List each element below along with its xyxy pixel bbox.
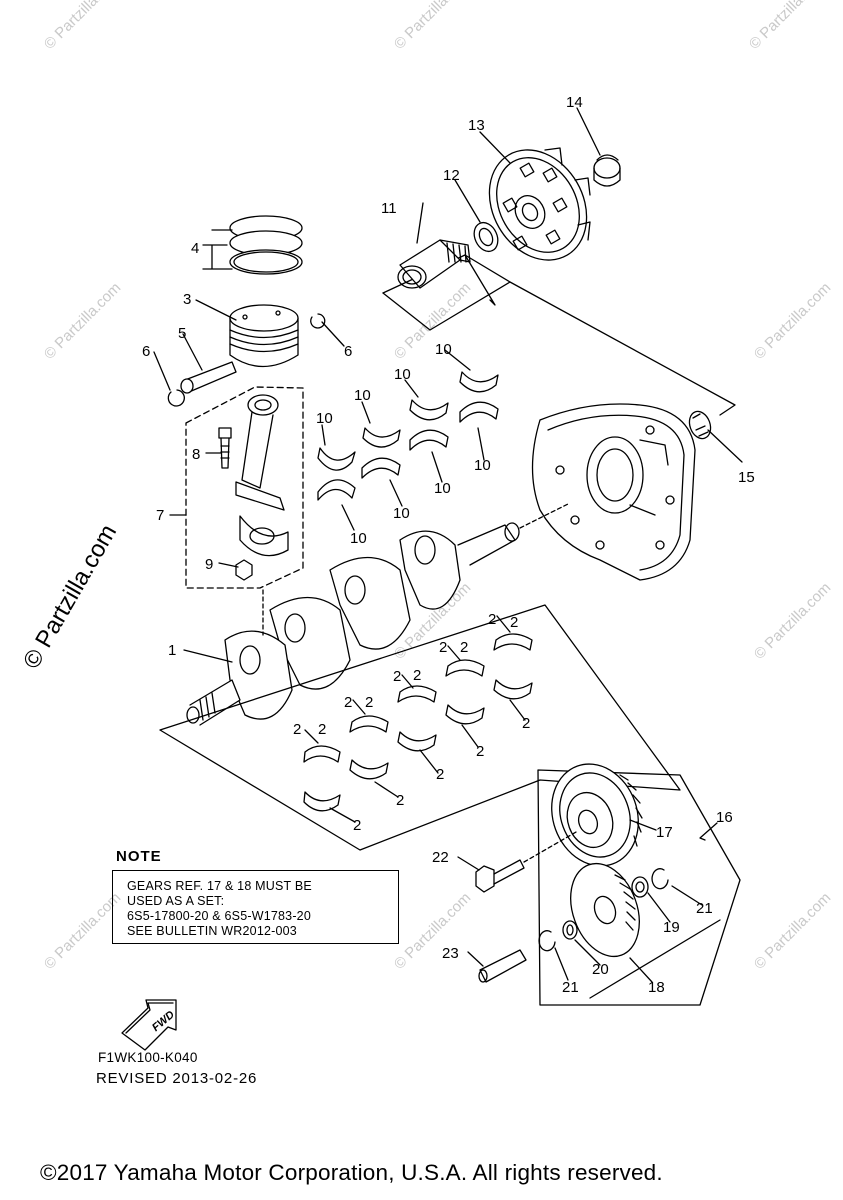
callout-2: 2 [436,766,444,783]
part-21-circlip-right[interactable] [651,868,669,890]
copyright-notice: ©2017 Yamaha Motor Corporation, U.S.A. A… [40,1160,663,1185]
part-7-connecting-rod[interactable] [235,394,289,557]
note-line: GEARS REF. 17 & 18 MUST BE [127,879,312,893]
part-8-rod-bolt[interactable] [218,427,232,469]
watermark: © Partzilla.com [751,889,834,972]
callout-2: 2 [344,694,352,711]
leader-lines [153,107,743,983]
diagram-code: F1WK100-K040 [98,1050,198,1065]
callout-2: 2 [396,792,404,809]
part-11-sleeve[interactable] [397,239,471,289]
crankcase-housing [531,403,696,581]
part-19-washer[interactable] [631,876,649,898]
callout-3: 3 [183,291,191,308]
callout-4: 4 [191,240,199,257]
callout-2: 2 [365,694,373,711]
watermark: © Partzilla.com [391,279,474,362]
callout-2: 2 [522,715,530,732]
callout-2: 2 [353,817,361,834]
part-17-drive-gear[interactable] [538,752,653,878]
part-5-piston-pin[interactable] [180,361,237,394]
part-23-pin[interactable] [478,949,527,983]
note-title: NOTE [116,848,162,865]
part-10-bearing-shells[interactable] [317,371,499,501]
note-line: USED AS A SET: [127,894,225,908]
callout-20: 20 [592,961,609,978]
callout-16: 16 [716,809,733,826]
fwd-arrow-icon [121,999,177,1051]
part-14-plug[interactable] [593,154,621,187]
callout-18: 18 [648,979,665,996]
part-3-piston[interactable] [229,304,299,368]
part-4-piston-rings[interactable] [229,215,303,275]
callout-14: 14 [566,94,583,111]
callout-22: 22 [432,849,449,866]
part-9-rod-nut[interactable] [235,559,253,581]
part-13-coupler[interactable] [470,132,606,277]
callout-21: 21 [562,979,579,996]
callout-2: 2 [488,611,496,628]
watermark: © Partzilla.com [391,889,474,972]
callout-10: 10 [393,505,410,522]
part-6-circlip-left[interactable] [167,389,185,407]
part-20-washer[interactable] [562,920,578,940]
callout-2: 2 [510,614,518,631]
callout-23: 23 [442,945,459,962]
callout-10: 10 [316,410,333,427]
watermark: © Partzilla.com [746,0,829,53]
callout-2: 2 [413,667,421,684]
callout-13: 13 [468,117,485,134]
part-12-washer[interactable] [470,219,503,255]
gear-group-frame [537,769,741,1006]
callout-8: 8 [192,446,200,463]
callout-12: 12 [443,167,460,184]
part-6-circlip-right[interactable] [310,313,326,329]
callout-9: 9 [205,556,213,573]
callout-10: 10 [354,387,371,404]
note-line: SEE BULLETIN WR2012-003 [127,924,297,938]
watermark: © Partzilla.com [41,279,124,362]
part-7-group-frame [185,386,304,589]
callout-6: 6 [142,343,150,360]
callout-10: 10 [394,366,411,383]
callout-10: 10 [434,480,451,497]
part-22-bolt[interactable] [475,831,577,893]
callout-10: 10 [350,530,367,547]
part-15-seal[interactable] [686,408,714,441]
callout-21: 21 [696,900,713,917]
watermark: © Partzilla.com [391,0,474,53]
callout-5: 5 [178,325,186,342]
part-21-circlip-left[interactable] [538,930,556,952]
callout-6: 6 [344,343,352,360]
watermark: © Partzilla.com [41,0,124,53]
callout-15: 15 [738,469,755,486]
callout-19: 19 [663,919,680,936]
callout-11: 11 [381,200,397,217]
callout-7: 7 [156,507,164,524]
callout-labels: 1 2 2 2 2 2 2 2 2 2 2 2 2 2 2 2 3 4 5 6 … [142,94,755,996]
note-line: 6S5-17800-20 & 6S5-W1783-20 [127,909,311,923]
callout-2: 2 [460,639,468,656]
callout-2: 2 [476,743,484,760]
callout-2: 2 [393,668,401,685]
part-2-bearing-shells[interactable] [303,633,533,812]
callout-1: 1 [168,642,176,659]
callout-17: 17 [656,824,673,841]
callout-2: 2 [293,721,301,738]
part-1-crankshaft[interactable] [186,502,571,726]
note-box: GEARS REF. 17 & 18 MUST BE USED AS A SET… [112,870,399,944]
callout-2: 2 [439,639,447,656]
revised-date: REVISED 2013-02-26 [96,1070,258,1087]
callout-10: 10 [474,457,491,474]
watermark: © Partzilla.com [751,579,834,662]
callout-10: 10 [435,341,452,358]
watermark: © Partzilla.com [751,279,834,362]
callout-2: 2 [318,721,326,738]
part-18-driven-gear[interactable] [559,854,652,966]
